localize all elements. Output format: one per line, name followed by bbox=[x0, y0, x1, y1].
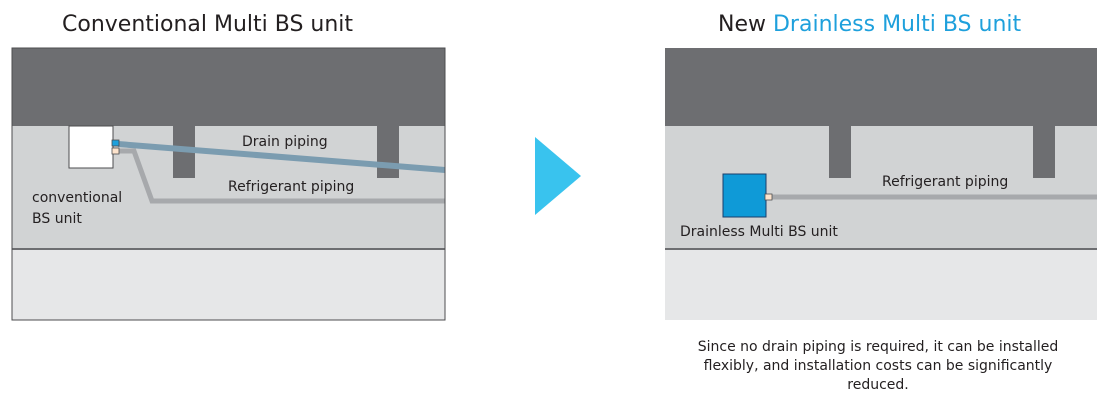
refrigerant-piping-label: Refrigerant piping bbox=[228, 179, 354, 195]
drainless-unit-label: Drainless Multi BS unit bbox=[680, 224, 838, 240]
title-accent: Drainless Multi BS unit bbox=[772, 12, 1022, 37]
room-space bbox=[12, 249, 445, 320]
room-space bbox=[665, 249, 1097, 320]
benefit-caption: Since no drain piping is required, it ca… bbox=[697, 339, 1059, 393]
arrow-right-icon bbox=[535, 137, 581, 215]
drainless-title: New Drainless Multi BS unit bbox=[718, 10, 1021, 40]
conventional-title: Conventional Multi BS unit bbox=[62, 12, 354, 37]
drain-pipe bbox=[117, 141, 446, 173]
beam-2 bbox=[1033, 126, 1055, 178]
conventional-panel: Drain piping Refrigerant piping conventi… bbox=[11, 47, 446, 321]
drainless-bs-unit bbox=[722, 173, 767, 218]
ceiling-slab bbox=[665, 48, 1097, 128]
panel-border bbox=[11, 47, 446, 321]
refrigerant-piping-label: Refrigerant piping bbox=[882, 174, 1008, 190]
unit-label-line1: conventional bbox=[32, 190, 122, 206]
refrigerant-pipe bbox=[118, 148, 445, 204]
drain-piping-label: Drain piping bbox=[242, 134, 328, 150]
title-prefix: New bbox=[718, 12, 773, 37]
refrigerant-port bbox=[764, 193, 773, 201]
drainless-panel: Refrigerant piping Drainless Multi BS un… bbox=[665, 48, 1097, 320]
unit-label-line2: BS unit bbox=[32, 211, 82, 227]
beam-2 bbox=[377, 126, 399, 178]
ceiling-slab bbox=[12, 48, 445, 128]
drain-port bbox=[111, 139, 120, 147]
conventional-bs-unit bbox=[68, 125, 114, 169]
refrigerant-port bbox=[111, 147, 120, 155]
beam-1 bbox=[829, 126, 851, 178]
